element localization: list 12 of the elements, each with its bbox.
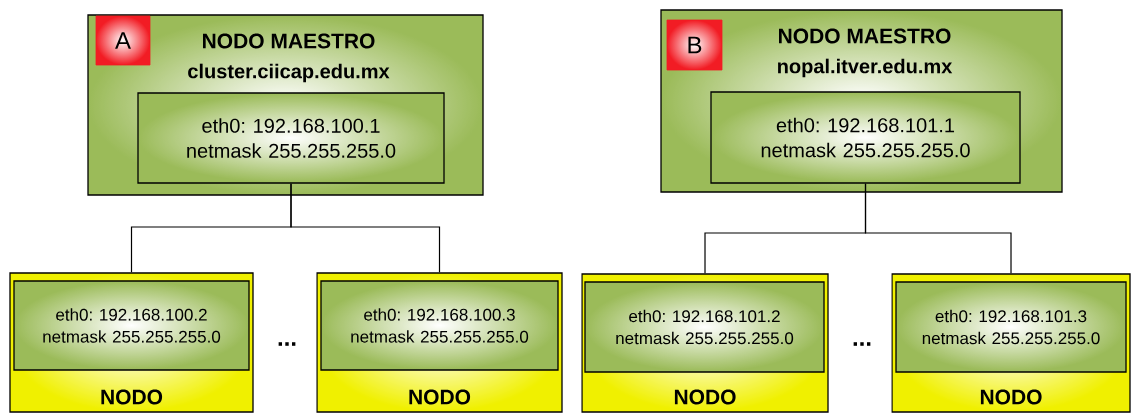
interface-box: eth0: 192.168.101.1 netmask 255.255.255.0 [710, 91, 1021, 184]
interface-box: eth0: 192.168.100.1 netmask 255.255.255.0 [137, 92, 445, 184]
interface-box: eth0: 192.168.100.3 netmask 255.255.255.0 [320, 280, 559, 371]
connector-line [290, 183, 441, 273]
letter-badge: B [666, 19, 723, 71]
ellipsis: ... [853, 342, 871, 346]
letter-badge: A [95, 15, 151, 66]
interface-box: eth0: 192.168.101.2 netmask 255.255.255.0 [584, 281, 825, 373]
ellipsis: ... [278, 342, 296, 346]
connector-line [864, 183, 1012, 274]
interface-box: eth0: 192.168.101.3 netmask 255.255.255.0 [895, 281, 1127, 373]
interface-box: eth0: 192.168.100.2 netmask 255.255.255.0 [13, 280, 250, 371]
